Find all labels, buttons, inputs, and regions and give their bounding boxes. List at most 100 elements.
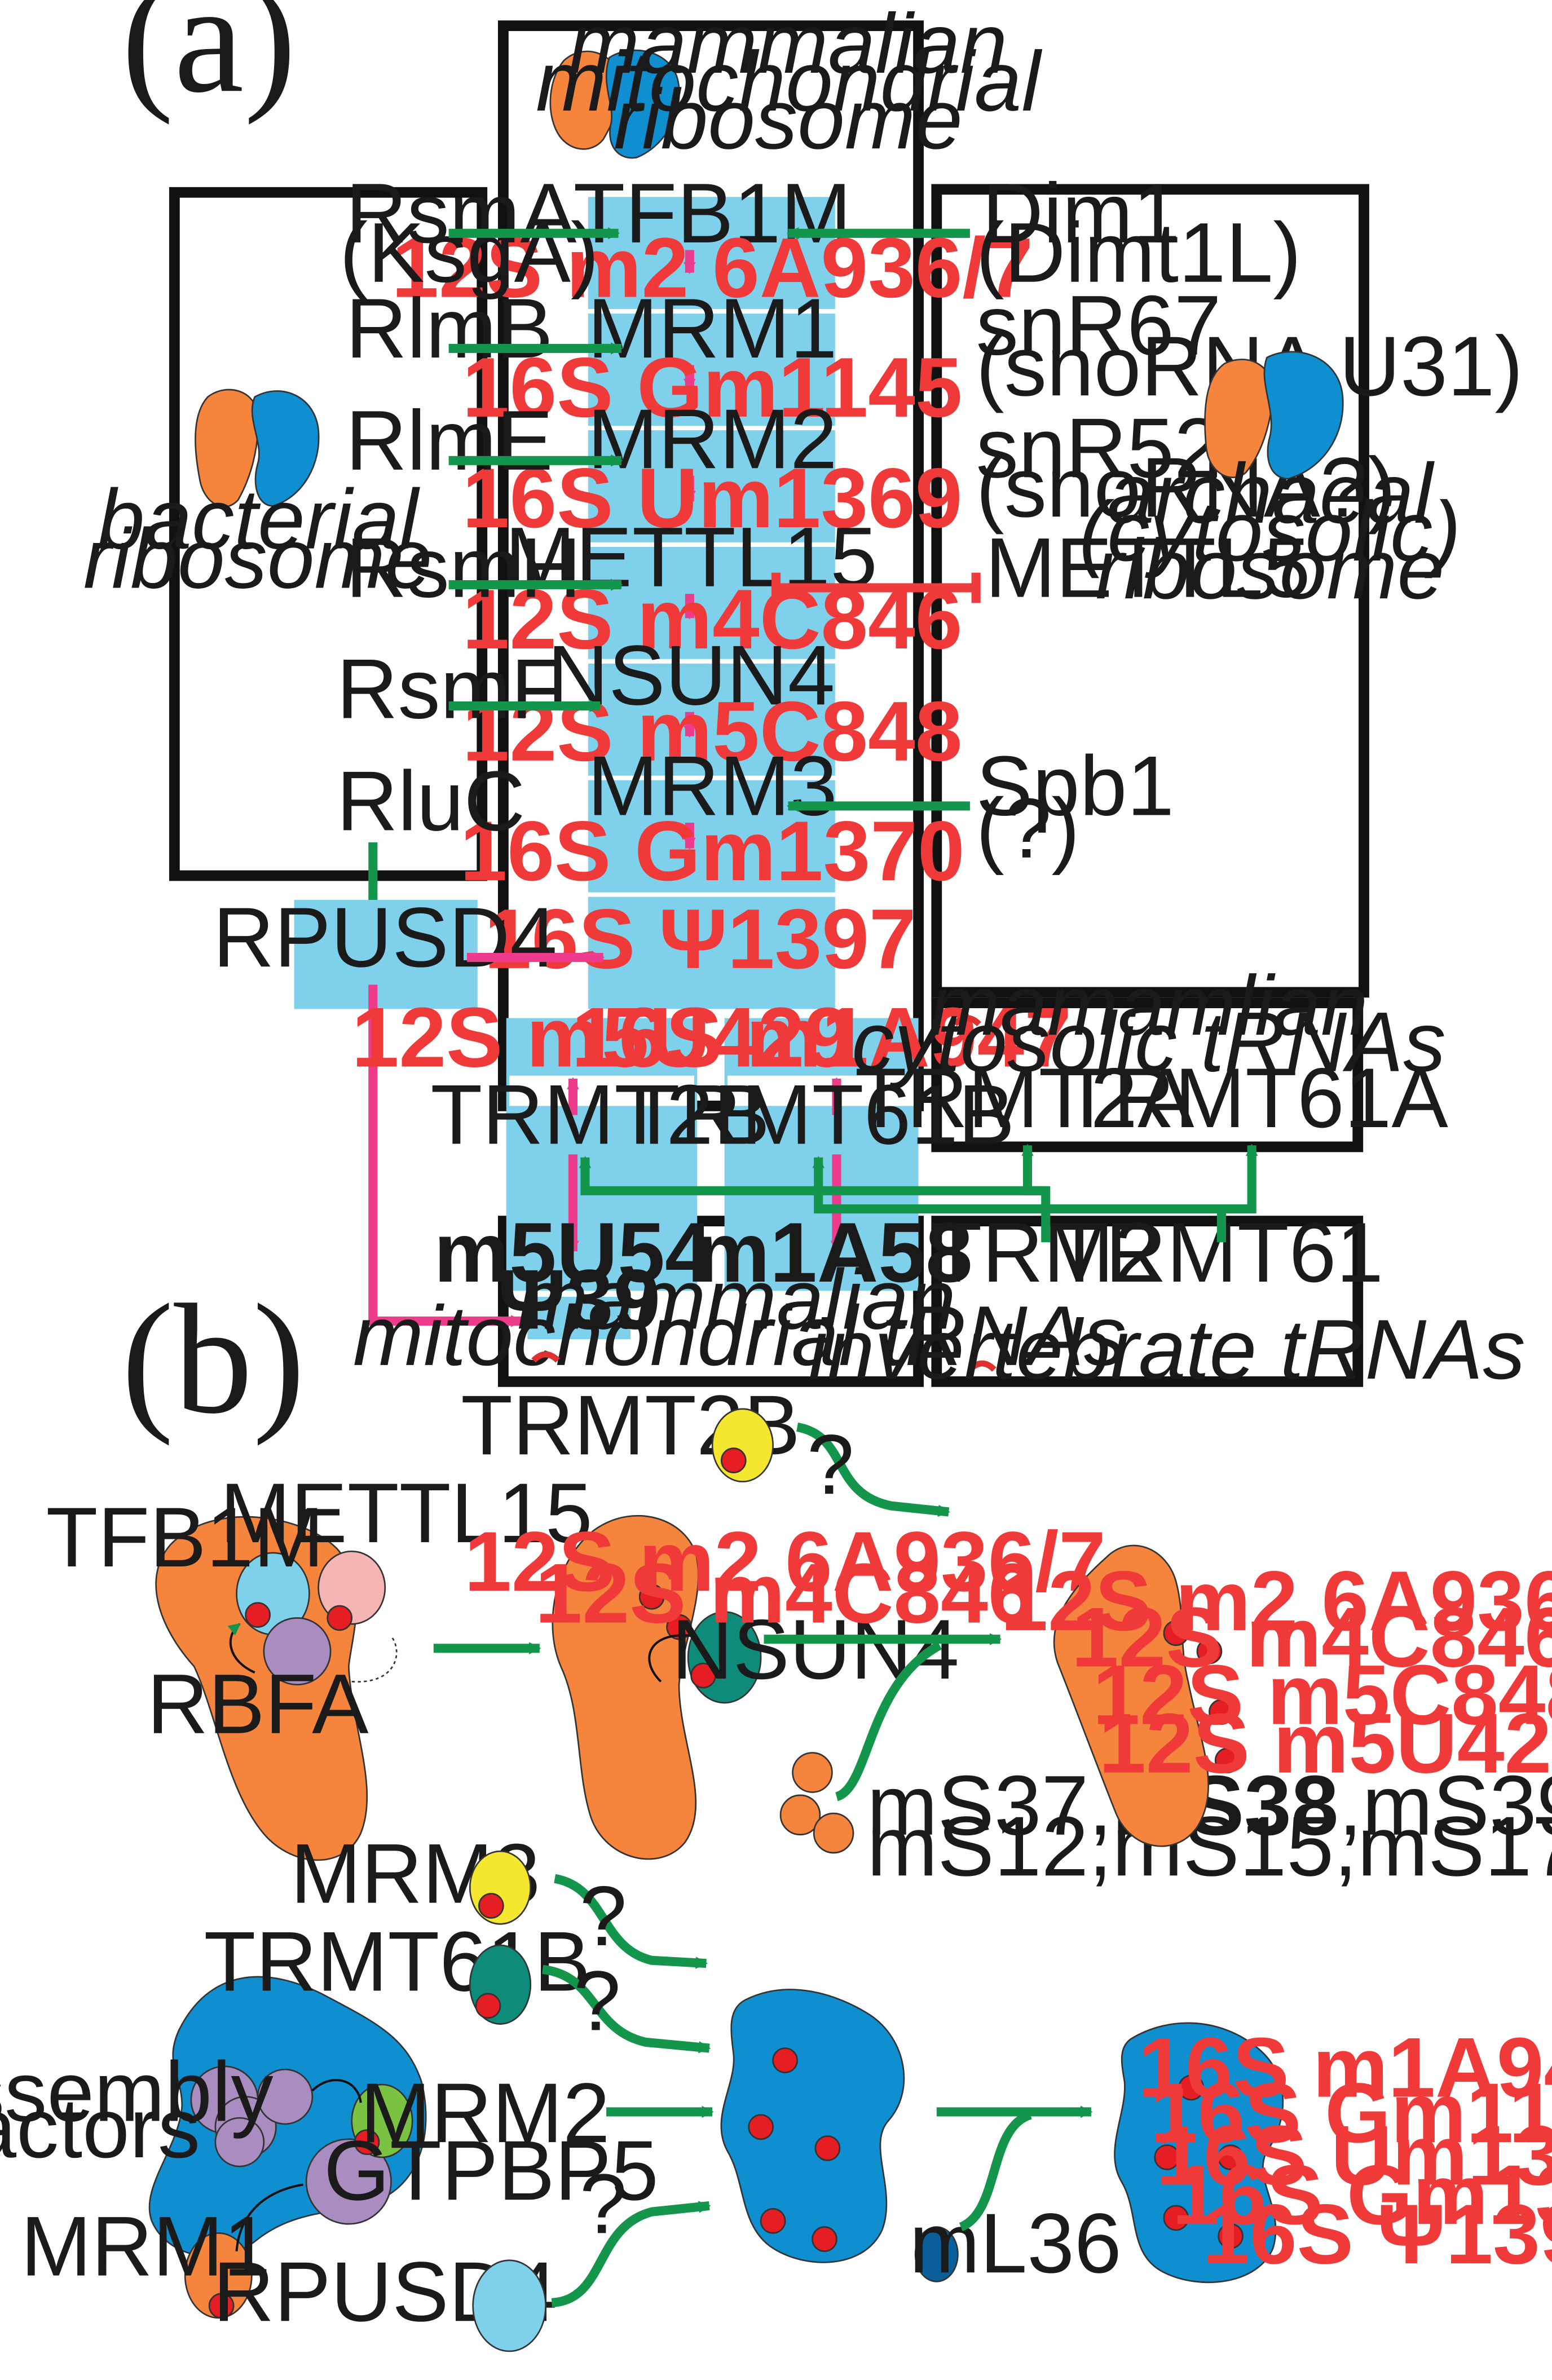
panel-b-label: (b) (121, 1272, 305, 1446)
trmt61b-label: TRMT61B (628, 1067, 1015, 1162)
proteins-line-2: mS12,mS15,mS17,mS38 (867, 1799, 1552, 1893)
inhibit-mettl5-mettl15 (771, 572, 981, 603)
bact-rlmb: RlmB (346, 281, 553, 376)
arch-dim1-sub: (Dimt1L) (976, 205, 1302, 300)
cell-psi (588, 897, 835, 1009)
cell-tfb1m (588, 197, 835, 310)
protein-ms12: mS12,mS15,mS17, (867, 1799, 1552, 1893)
arch-snr52-sub: (snoRNA?) (976, 440, 1396, 535)
mod-psi1397: 16S Ψ1397 (484, 891, 916, 986)
trna-m1a58: m1A58 (694, 1205, 972, 1300)
psi39-cell (527, 1296, 631, 1340)
question-ssu: ? (807, 1417, 854, 1512)
cyto-trna-title-2: cytosolic tRNAs (852, 995, 1445, 1089)
archaeal-title-2: (cytosolic) (1079, 484, 1461, 579)
mito-trna-box (497, 1216, 924, 1387)
rpusd4-factor (472, 2259, 546, 2352)
archaeal-title-3: ribosome (1096, 522, 1445, 616)
trna-icon (531, 1351, 560, 1363)
label-ml36: mL36 (909, 2196, 1121, 2290)
bacterial-ribosome-box (169, 187, 488, 881)
bacterial-ribosome-icon (195, 388, 320, 507)
mito-ribosome-box (497, 20, 924, 1111)
cell-mrm2 (588, 430, 835, 542)
bact-rsma: RsmA (346, 166, 577, 260)
rbfa-factor (263, 1617, 332, 1686)
mito-ribosome-title-1: mammalian (569, 0, 1008, 91)
panel-a-label: (a) (121, 0, 296, 125)
question-trmt61b: ? (574, 1953, 621, 2048)
final-lsu-mod-4: 16S Gm1370 (1172, 2147, 1552, 2242)
trmt2b-rrna: 12S m5U429 (352, 990, 852, 1085)
mito-ribosome-title-2: mitochondrial (536, 34, 1042, 129)
mito-trna-title-2: mitochondrial tRNAs (353, 1288, 1126, 1383)
cyto-trna-icon (953, 1015, 981, 1027)
homolog-connectors (579, 1143, 1258, 1243)
cyto-trmt2a: TRMT2A (855, 1050, 1194, 1145)
mito-trna-title-1: mammalian (517, 1252, 956, 1346)
arch-dim1: Dim1 (982, 166, 1180, 260)
mod-mrm3: 16S Gm1370 (460, 803, 965, 898)
arch-snr52: snR52 (976, 400, 1222, 495)
cytosolic-trna-box (931, 997, 1364, 1153)
protein-ms37: mS37, (867, 1758, 1112, 1853)
bact-rluc: RluC (337, 753, 525, 848)
enzyme-mrm1: MRM1 (588, 281, 837, 376)
cell-mrm3 (588, 780, 835, 893)
label-assembly-1: assembly (0, 2045, 274, 2139)
label-trmt61b: TRMT61B (204, 1914, 591, 2008)
enzyme-mrm3: MRM3 (588, 739, 837, 833)
final-ssu-mod-4: 12S m5U429 (1099, 1696, 1552, 1791)
gtpbp5-factor (305, 2138, 392, 2225)
ml36-protein (914, 2226, 959, 2282)
trna-m5u54: m5U54 (434, 1205, 712, 1300)
arrow-rpusd4-psi39 (368, 984, 523, 1327)
mito-ribosome-icon (549, 49, 680, 159)
question-mrm3: ? (580, 1869, 627, 1963)
label-nsun4: NSUN4 (672, 1602, 959, 1697)
arch-snr67: snR67 (976, 278, 1222, 373)
label-mrm2: MRM2 (360, 2065, 610, 2160)
trna-psi39: Ψ39 (497, 1252, 660, 1346)
bacterial-title-2: ribosome (83, 511, 433, 606)
bact-rsmh: RsmH (346, 520, 581, 615)
enzyme-mrm2: MRM2 (588, 391, 837, 486)
label-rbfa: RBFA (147, 1657, 369, 1751)
cyto-trmt61a: TRMT61A (1061, 1050, 1448, 1145)
arch-spb1: Spb1 (976, 739, 1174, 833)
invert-title: invertebrate tRNAs (809, 1302, 1525, 1397)
mod-mrm2: 16S Um1369 (462, 451, 963, 545)
label-assembly-2: factors (0, 2081, 200, 2175)
mid-mod-2: 12S m4C846 (535, 1546, 1035, 1641)
trmt61b-rrna: 16S m1A947 (571, 990, 1072, 1085)
arch-spb1-sub: (?) (976, 781, 1080, 876)
enzyme-tfb1m: TFB1M (574, 166, 852, 260)
mod-nsun4: 12S m5C848 (462, 684, 963, 779)
invertebrate-trna-box (931, 1216, 1364, 1387)
trmt61b-cell (724, 1018, 919, 1291)
arch-mettl5: METTL5 (985, 520, 1311, 615)
bact-rlme: RlmE (346, 393, 553, 488)
archaeal-ribosome-icon (1204, 351, 1344, 480)
final-lsu-mod-1: 16S m1A947 (1138, 2020, 1552, 2115)
cell-mettl15 (588, 546, 835, 659)
small-subunit-final (1053, 1544, 1209, 1847)
label-mrm1: MRM1 (21, 2199, 271, 2294)
label-gtpbp5: GTPBP5 (324, 2123, 659, 2218)
bacterial-title-1: bacterial (98, 472, 420, 567)
label-tfb1m: TFB1M (46, 1490, 324, 1584)
invert-trna-icon (968, 1360, 997, 1372)
cell-mrm1 (588, 313, 835, 426)
label-mettl15: METTL15 (220, 1465, 593, 1560)
rpusd4-label: RPUSD4 (213, 890, 557, 984)
cell-nsun4 (588, 663, 835, 776)
mettl15-factor (318, 1550, 386, 1625)
final-ssu-mod-1: 12S m2 6A936/7 (1000, 1553, 1552, 1648)
final-ssu-mod-2: 12S m4C846 (1072, 1590, 1552, 1685)
final-lsu-mod-3: 16S Um1369 (1156, 2108, 1552, 2202)
protein-ms39: ,mS39/ (1339, 1758, 1552, 1853)
large-subunit-2 (720, 1989, 905, 2263)
bact-rsma-sub: (KsgA) (340, 205, 599, 300)
trmt2b-cell (506, 1018, 698, 1291)
